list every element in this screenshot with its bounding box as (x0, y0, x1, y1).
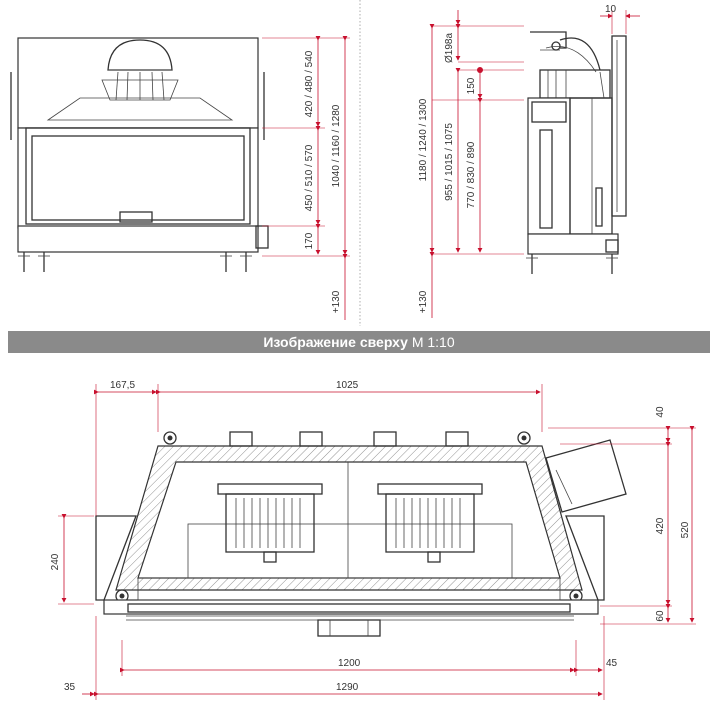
top-dim-width-total: 1290 (336, 682, 359, 693)
left-grate (217, 483, 323, 563)
right-grate (377, 483, 483, 563)
side-dim-flue-offset: 150 (466, 77, 477, 94)
side-dim-total-b: 955 / 1015 / 1075 (444, 123, 455, 201)
flue-collector (46, 39, 234, 121)
top-dim-right-middle: 420 (655, 517, 666, 534)
front-dim-offset: +130 (331, 290, 342, 313)
top-dim-right-gap: 45 (606, 658, 618, 669)
front-dim-middle: 450 / 510 / 570 (304, 144, 315, 211)
front-view-dimensions: 420 / 480 / 540 450 / 510 / 570 170 1040… (262, 36, 350, 320)
section-title-banner: Изображение сверху M 1:10 (8, 331, 710, 353)
top-view (95, 431, 627, 637)
top-dim-left-gap: 35 (64, 682, 76, 693)
top-dim-right-top: 40 (655, 406, 666, 418)
fire-door-glass (31, 135, 245, 221)
front-dim-bottom: 170 (304, 232, 315, 249)
top-dim-width-inner: 1200 (338, 658, 361, 669)
top-dim-left-offset: 167,5 (110, 380, 135, 391)
top-dim-right-bottom: 60 (655, 610, 666, 622)
top-dim-right-total: 520 (680, 521, 691, 538)
top-view-dimensions: 167,5 1025 40 420 520 60 240 1200 45 35 … (50, 380, 696, 700)
top-dim-left-height: 240 (50, 553, 61, 570)
front-view (10, 37, 269, 272)
side-dim-depth-top: 10 (605, 4, 617, 15)
section-title: Изображение сверху (263, 334, 408, 350)
side-view-dimensions: 10 Ø198a 150 1180 / 1240 / 1300 955 / 10… (418, 4, 640, 318)
front-dim-upper: 420 / 480 / 540 (304, 50, 315, 117)
section-scale: M 1:10 (411, 334, 455, 350)
door-handle (119, 211, 153, 223)
side-dim-flue: Ø198a (444, 33, 455, 63)
side-dim-total-a: 1180 / 1240 / 1300 (418, 98, 429, 181)
side-dim-offset: +130 (418, 290, 429, 313)
flue-outlet (545, 439, 627, 513)
side-dim-total-c: 770 / 830 / 890 (466, 141, 477, 208)
front-dim-total: 1040 / 1160 / 1280 (331, 104, 342, 187)
side-view (526, 31, 627, 274)
top-dim-width-top: 1025 (336, 380, 359, 391)
